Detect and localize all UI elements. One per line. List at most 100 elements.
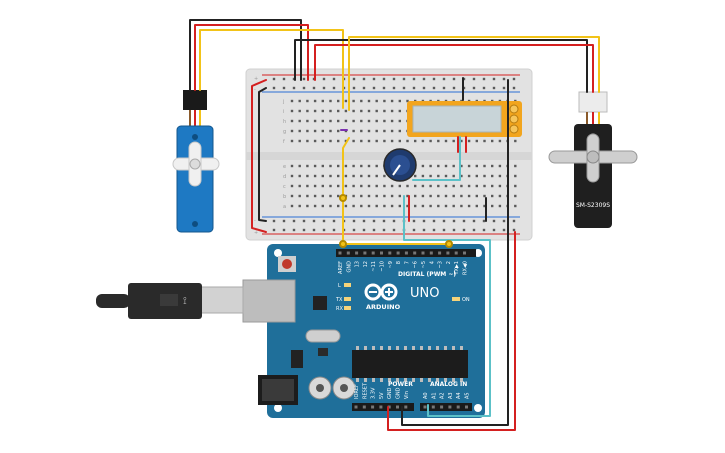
analog-pin-label: A2 xyxy=(440,392,446,399)
rail-minus-label-bottom: - xyxy=(254,218,256,224)
lcd-module[interactable] xyxy=(407,101,522,137)
power-pin[interactable] xyxy=(379,405,383,409)
digital-pin-label: 13 xyxy=(355,261,361,267)
led-rx xyxy=(344,306,351,310)
digital-pin-label: ~5 xyxy=(421,261,427,268)
servo-left[interactable] xyxy=(172,90,220,233)
servo-right-label: SM-S2309S xyxy=(576,202,610,209)
power-pin[interactable] xyxy=(387,405,391,409)
wires xyxy=(189,19,600,431)
power-pin[interactable] xyxy=(404,405,408,409)
digital-pin-label: 7 xyxy=(404,261,410,264)
power-pin[interactable] xyxy=(362,405,366,409)
row-letter: b xyxy=(283,194,286,200)
crystal-oscillator xyxy=(305,329,341,343)
servo-left-connector xyxy=(183,90,207,110)
analog-pin-label: A1 xyxy=(431,392,437,399)
digital-header-label: DIGITAL (PWM ~) xyxy=(398,271,456,278)
reset-button-cap[interactable] xyxy=(282,259,292,269)
digital-pin-label: ~9 xyxy=(388,261,394,268)
digital-pin-label: ~10 xyxy=(380,261,386,272)
row-letter: e xyxy=(283,164,286,170)
analog-pin-label: A3 xyxy=(448,392,454,399)
potentiometer[interactable] xyxy=(383,148,417,182)
digital-pin-label: ~3 xyxy=(438,261,444,268)
analog-pin[interactable] xyxy=(456,405,460,409)
servo-right-connector xyxy=(578,91,608,113)
led-tx xyxy=(344,297,351,301)
row-letter: a xyxy=(283,204,286,210)
power-header xyxy=(352,403,414,411)
power-pin-label: 5V xyxy=(379,392,385,399)
power-pin[interactable] xyxy=(354,405,358,409)
power-pin-label: Vin xyxy=(404,391,410,399)
analog-pin[interactable] xyxy=(465,405,468,409)
digital-pin[interactable] xyxy=(380,251,383,255)
led-on-label: ON xyxy=(462,297,470,303)
led-l xyxy=(344,283,351,287)
rail-minus-label: - xyxy=(254,87,256,93)
power-pin[interactable] xyxy=(371,405,375,409)
row-letter: h xyxy=(283,119,286,125)
rail-plus-label-bottom: + xyxy=(254,230,258,236)
usb-symbol-icon: ⟟ xyxy=(183,296,187,307)
analog-pin[interactable] xyxy=(423,405,427,409)
power-pin-label: 3.3V xyxy=(371,387,377,399)
usb-port xyxy=(242,279,296,323)
led-rx-label: RX xyxy=(336,306,343,312)
digital-pin[interactable] xyxy=(421,251,425,255)
analog-pin-label: A5 xyxy=(465,392,471,399)
servo-right[interactable]: SM-S2309S xyxy=(548,91,638,228)
power-pin-label: GND xyxy=(387,387,393,399)
digital-pin[interactable] xyxy=(371,251,375,255)
power-pin[interactable] xyxy=(396,405,399,409)
usb-cable: ⟟ xyxy=(96,283,244,319)
digital-pin[interactable] xyxy=(396,251,400,255)
power-pin-label: GND xyxy=(396,387,402,399)
analog-header xyxy=(420,403,472,411)
digital-pin-label: 4 xyxy=(429,261,435,264)
row-letter: f xyxy=(283,139,285,145)
analog-pin[interactable] xyxy=(448,405,452,409)
digital-pin[interactable] xyxy=(388,251,392,255)
digital-pin-label: 8 xyxy=(396,261,402,264)
row-letter: g xyxy=(283,129,286,135)
digital-pin-label: ~6 xyxy=(413,261,419,268)
digital-pin-label: AREF xyxy=(338,261,344,274)
digital-pin[interactable] xyxy=(413,251,417,255)
analog-header-label: ANALOG IN xyxy=(430,381,467,388)
power-pin-label: IOREF xyxy=(354,384,360,399)
row-letter: c xyxy=(283,184,286,190)
digital-pin[interactable] xyxy=(446,251,450,255)
digital-pin[interactable] xyxy=(454,251,458,255)
power-header-label: POWER xyxy=(388,381,413,388)
power-pin-label: RESET xyxy=(362,382,368,399)
row-letter: j xyxy=(282,99,284,105)
analog-pin[interactable] xyxy=(431,405,435,409)
analog-pin[interactable] xyxy=(440,405,444,409)
analog-pin-label: A4 xyxy=(456,392,462,399)
digital-pin[interactable] xyxy=(338,251,342,255)
board-model: UNO xyxy=(410,286,439,301)
digital-pin[interactable] xyxy=(429,251,433,255)
digital-pin[interactable] xyxy=(404,251,408,255)
digital-pin[interactable] xyxy=(463,251,466,255)
led-on xyxy=(452,297,460,301)
atmega-chip xyxy=(352,350,468,378)
digital-pin[interactable] xyxy=(355,251,359,255)
row-letter: i xyxy=(283,109,284,115)
digital-pin-label: ~11 xyxy=(371,261,377,272)
digital-pin-label: GND xyxy=(346,261,352,273)
digital-pin-label: TX▶1 xyxy=(454,261,460,276)
row-letter: d xyxy=(283,174,286,180)
led-tx-label: TX xyxy=(335,297,343,303)
analog-pin-label: A0 xyxy=(423,392,429,399)
digital-pin[interactable] xyxy=(438,251,442,255)
board-brand: ARDUINO xyxy=(366,303,401,311)
rail-plus-label: + xyxy=(254,76,258,82)
digital-pin[interactable] xyxy=(363,251,367,255)
digital-pin[interactable] xyxy=(346,251,350,255)
